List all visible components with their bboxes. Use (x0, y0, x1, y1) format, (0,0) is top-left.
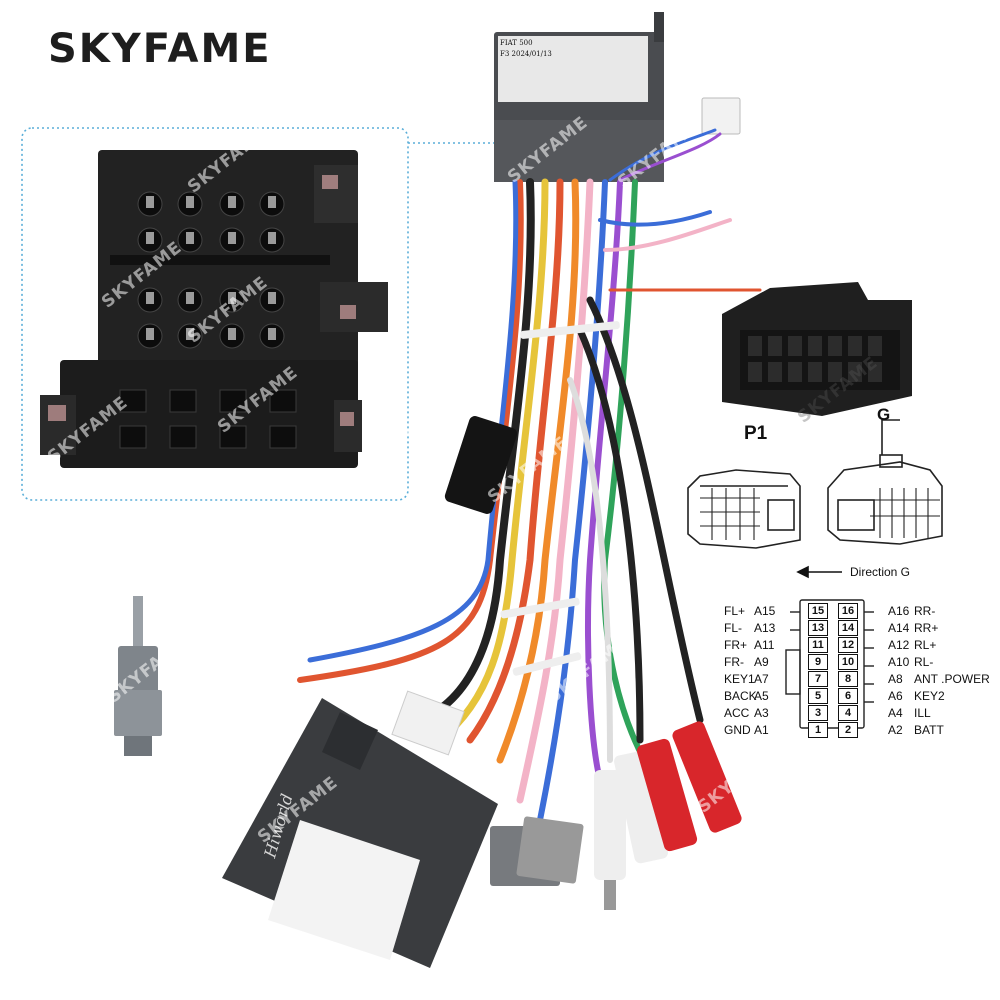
pin-left-function: ACC (724, 706, 750, 720)
g-drawing (827, 419, 943, 545)
pin-right-number: 2 (838, 722, 858, 738)
callout-box (21, 127, 409, 501)
p1-label: P1 (744, 423, 768, 444)
direction-label: Direction G (850, 565, 911, 579)
pin-left-function: KEY1 (724, 672, 755, 686)
pin-right-code: A4 (888, 706, 903, 720)
pin-row: FR- A9 9 10 A10 RL- (718, 654, 1000, 672)
pin-right-number: 8 (838, 671, 858, 687)
connector-tag: FIAT 500 F3 2024/01/13 (500, 38, 648, 60)
brand-logo: SKYFAME (48, 26, 272, 72)
pin-left-number: 7 (808, 671, 828, 687)
pin-right-function: RL- (914, 655, 934, 669)
pin-right-number: 4 (838, 705, 858, 721)
pin-diagram-frame (785, 599, 874, 729)
connector-tag-line2: F3 2024/01/13 (500, 50, 552, 58)
pin-right-number: 14 (838, 620, 858, 636)
connector-tag-line1: FIAT 500 (500, 39, 533, 47)
pin-left-number: 13 (808, 620, 828, 636)
pin-left-function: GND (724, 723, 751, 737)
pin-left-number: 5 (808, 688, 828, 704)
pin-left-code: A1 (754, 723, 769, 737)
pin-right-code: A10 (888, 655, 910, 669)
pin-right-number: 10 (838, 654, 858, 670)
pin-right-code: A16 (888, 604, 910, 618)
pin-right-code: A2 (888, 723, 903, 737)
rca-plugs (594, 721, 742, 910)
pin-left-code: A3 (754, 706, 769, 720)
pin-right-code: A6 (888, 689, 903, 703)
direction-arrow (796, 565, 842, 579)
pin-right-code: A14 (888, 621, 910, 635)
pin-left-function: FL+ (724, 604, 746, 618)
pin-right-number: 6 (838, 688, 858, 704)
pin-right-function: KEY2 (914, 689, 945, 703)
p1-drawing (687, 469, 801, 549)
pin16-connector (722, 282, 912, 416)
pin-left-code: A15 (754, 604, 776, 618)
pin-right-function: RL+ (914, 638, 937, 652)
pin-right-function: RR+ (914, 621, 939, 635)
pin-assignment-table: FL+ A15 15 16 A16 RR- FL- A13 13 14 A14 … (718, 603, 1000, 738)
pin-right-function: ANT .POWER (914, 672, 990, 686)
pin-left-function: FL- (724, 621, 742, 635)
cable-ties (500, 321, 620, 676)
pin-left-code: A11 (754, 638, 775, 652)
pin-right-code: A12 (888, 638, 910, 652)
pin-right-function: RR- (914, 604, 936, 618)
pin-left-number: 1 (808, 722, 828, 738)
pin-row: FL- A13 13 14 A14 RR+ (718, 620, 1000, 638)
white-plug (701, 97, 741, 135)
bottom-connector-right (516, 816, 584, 884)
pin-right-function: BATT (914, 723, 944, 737)
pin-row: FR+ A11 11 12 A12 RL+ (718, 637, 1000, 655)
antenna-adapter (114, 596, 162, 756)
wire-bundle (297, 128, 762, 823)
iso-connector (40, 150, 388, 468)
pin-left-function: FR+ (724, 638, 748, 652)
pin-left-number: 3 (808, 705, 828, 721)
pin-left-code: A5 (754, 689, 769, 703)
pin-left-code: A7 (754, 672, 769, 686)
pin-left-function: FR- (724, 655, 744, 669)
pin-right-number: 12 (838, 637, 858, 653)
g-label: G (877, 405, 891, 424)
pin-left-code: A9 (754, 655, 769, 669)
can-module (222, 690, 498, 968)
pin-left-number: 15 (808, 603, 828, 619)
pin-row: ACC A3 3 4 A4 ILL (718, 705, 1000, 723)
pin-right-function: ILL (914, 706, 931, 720)
pin-row: KEY1 A7 7 8 A8 ANT .POWER (718, 671, 1000, 689)
pin-right-number: 16 (838, 603, 858, 619)
pin-left-code: A13 (754, 621, 776, 635)
pin-row: GND A1 1 2 A2 BATT (718, 722, 1000, 740)
pin-left-number: 11 (808, 637, 828, 653)
fuse-holder (444, 416, 518, 514)
pin-left-function: BACK (724, 689, 757, 703)
pin-row: FL+ A15 15 16 A16 RR- (718, 603, 1000, 621)
pin-right-code: A8 (888, 672, 903, 686)
pin-left-number: 9 (808, 654, 828, 670)
pin-row: BACK A5 5 6 A6 KEY2 (718, 688, 1000, 706)
